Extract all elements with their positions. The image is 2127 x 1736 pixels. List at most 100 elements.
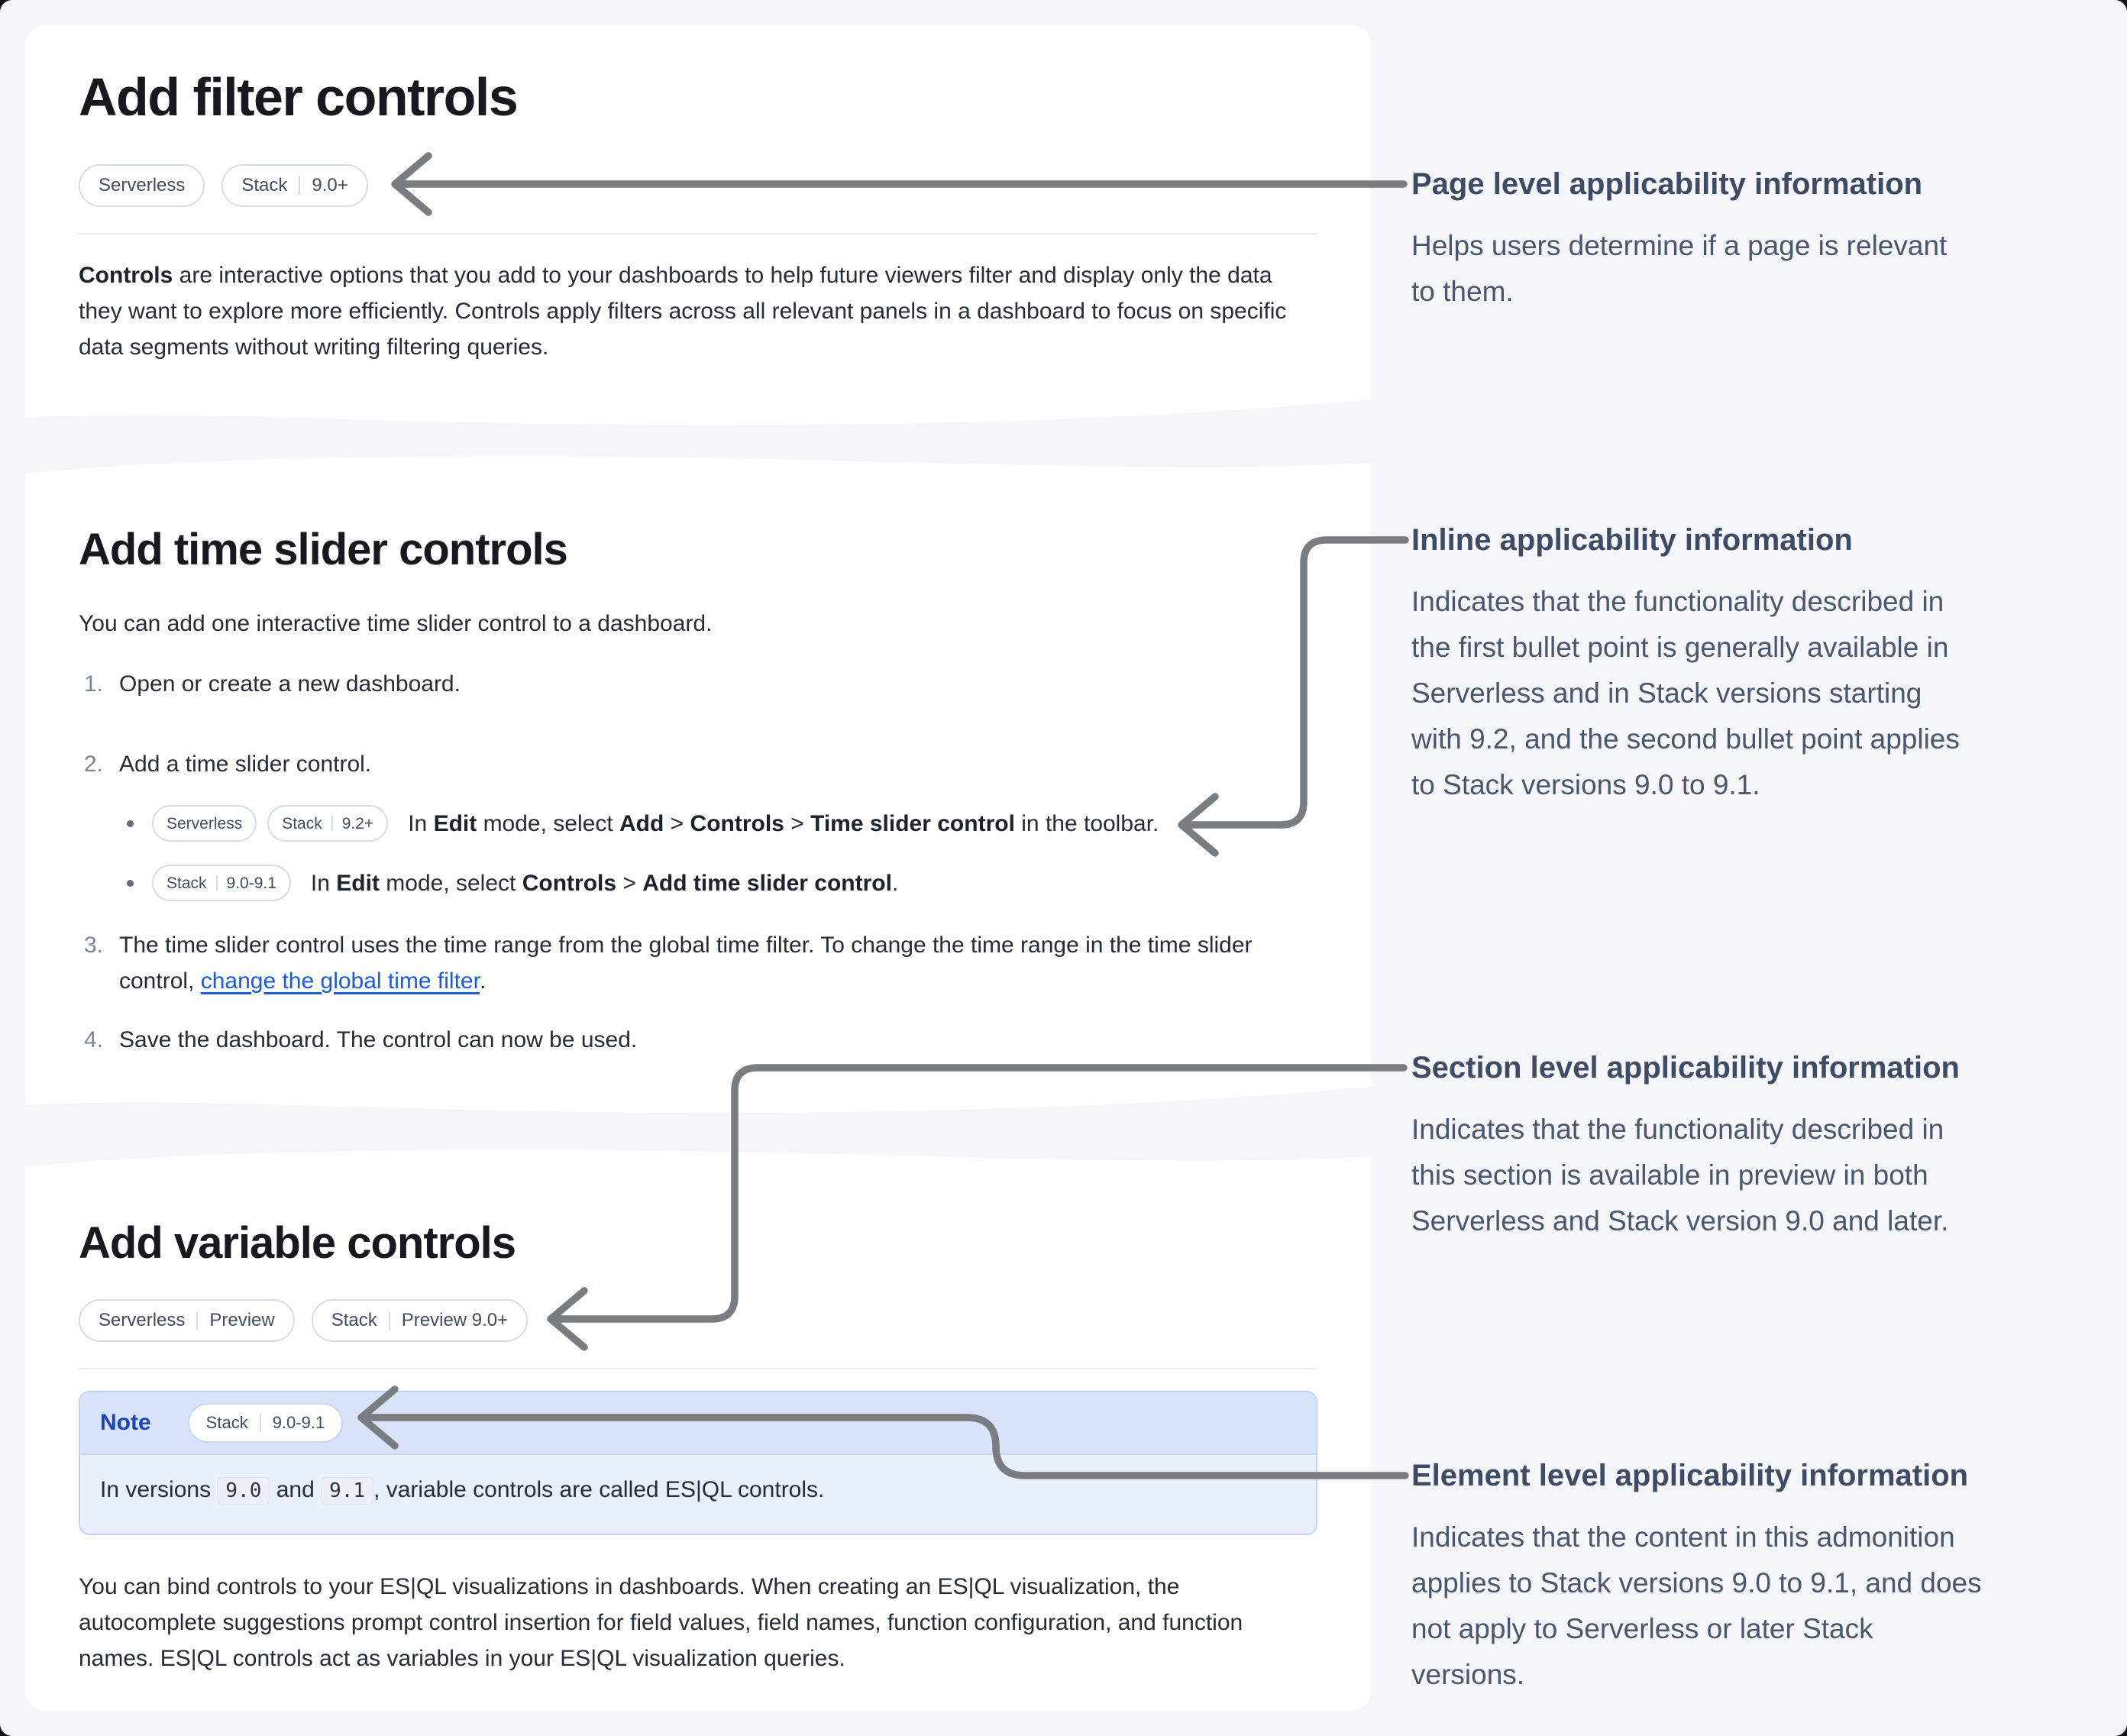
annotation-title: Element level applicability information bbox=[1411, 1459, 1969, 1492]
card-edge-wave bbox=[25, 1149, 1371, 1179]
badge-divider bbox=[299, 176, 301, 195]
list-item-1: 1. Open or create a new dashboard. bbox=[79, 666, 1317, 702]
list-number: 3. bbox=[84, 933, 104, 958]
badge-divider bbox=[331, 816, 333, 831]
annotation-line: versions. bbox=[1411, 1659, 1525, 1690]
badge-version-label: 9.0-9.1 bbox=[272, 1413, 325, 1432]
note-title: Note bbox=[100, 1410, 151, 1435]
page-title: Add filter controls bbox=[79, 67, 519, 127]
badge-version-label: 9.2+ bbox=[341, 814, 374, 832]
intro-paragraph: Controls are interactive options that yo… bbox=[79, 257, 1317, 365]
badge-divider bbox=[259, 1414, 261, 1432]
section-applicability-badges: Serverless Preview Stack Preview 9.0+ bbox=[79, 1299, 1317, 1342]
annotation-inline-level: Inline applicability information Indicat… bbox=[1411, 521, 2118, 808]
section-title: Add time slider controls bbox=[79, 525, 568, 574]
badge-label: Serverless bbox=[99, 175, 186, 196]
annotation-title: Section level applicability information bbox=[1411, 1051, 1960, 1085]
card-edge-wave bbox=[25, 456, 1371, 486]
badge-version-label: 9.0-9.1 bbox=[226, 874, 276, 892]
badge-stack-version[interactable]: Stack 9.0+ bbox=[221, 164, 368, 207]
annotation-line: Indicates that the functionality describ… bbox=[1411, 586, 1944, 617]
nested-bullet-list: Serverless Stack 9.2+ In Edit mode, sele… bbox=[127, 805, 1159, 901]
annotation-body: Indicates that the content in this admon… bbox=[1411, 1515, 2118, 1698]
section-paragraph: You can bind controls to your ES|QL visu… bbox=[79, 1574, 1243, 1671]
annotation-body: Helps users determine if a page is relev… bbox=[1411, 223, 2118, 315]
badge-stack-version[interactable]: Stack 9.0-9.1 bbox=[152, 865, 291, 901]
badge-label: Serverless bbox=[166, 814, 243, 832]
annotation-line: the first bullet point is generally avai… bbox=[1411, 632, 1949, 663]
list-item-label: Add a time slider control. bbox=[119, 752, 372, 777]
annotation-line: applies to Stack versions 9.0 to 9.1, an… bbox=[1411, 1567, 1982, 1599]
annotation-line: Serverless and in Stack versions startin… bbox=[1411, 677, 1922, 709]
annotation-line: Indicates that the content in this admon… bbox=[1411, 1521, 1955, 1553]
badge-label: Stack bbox=[282, 814, 322, 832]
card-add-time-slider-controls: Add time slider controls You can add one… bbox=[25, 456, 1371, 1113]
badge-stack-preview-version[interactable]: Stack Preview 9.0+ bbox=[311, 1299, 529, 1342]
text: mode, select bbox=[379, 870, 522, 896]
page-applicability-badges: Serverless Stack 9.0+ bbox=[79, 164, 1317, 207]
divider bbox=[79, 1368, 1317, 1369]
annotation-title: Inline applicability information bbox=[1411, 523, 1853, 557]
note-header: Note Stack 9.0-9.1 bbox=[80, 1392, 1316, 1455]
badge-serverless[interactable]: Serverless bbox=[79, 164, 205, 207]
badge-label: Stack bbox=[241, 175, 288, 196]
badge-divider bbox=[196, 1311, 199, 1330]
text: In bbox=[310, 870, 337, 896]
annotation-line: Serverless and Stack version 9.0 and lat… bbox=[1411, 1205, 1949, 1237]
badge-label: Stack bbox=[331, 1310, 377, 1330]
list-item-4: 4. Save the dashboard. The control can n… bbox=[79, 1022, 1317, 1058]
paragraph-text: are interactive options that you add to … bbox=[79, 263, 1287, 360]
badge-version-label: 9.0+ bbox=[312, 175, 348, 196]
annotation-line: Indicates that the functionality describ… bbox=[1411, 1114, 1944, 1145]
badge-stack-version[interactable]: Stack 9.2+ bbox=[267, 805, 389, 842]
bold-text: Add bbox=[619, 810, 664, 836]
annotation-line: with 9.2, and the second bullet point ap… bbox=[1411, 723, 1960, 755]
list-item-3: 3. The time slider control uses the time… bbox=[79, 927, 1317, 999]
badge-serverless-preview[interactable]: Serverless Preview bbox=[79, 1299, 295, 1342]
card-edge-wave bbox=[25, 393, 1371, 425]
card-add-filter-controls: Add filter controls Serverless Stack 9.0… bbox=[25, 25, 1371, 425]
badge-stack-version[interactable]: Stack 9.0-9.1 bbox=[187, 1403, 344, 1443]
list-number: 4. bbox=[84, 1027, 104, 1052]
text: . bbox=[479, 968, 486, 994]
text: The time slider control uses the time ra… bbox=[119, 933, 1253, 994]
annotation-element-level: Element level applicability information … bbox=[1411, 1456, 2118, 1698]
list-item: Stack 9.0-9.1 In Edit mode, select Contr… bbox=[127, 865, 1159, 901]
annotation-body: Indicates that the functionality describ… bbox=[1411, 579, 2118, 808]
card-edge-wave bbox=[25, 1081, 1371, 1113]
change-global-time-filter-link[interactable]: change the global time filter bbox=[200, 968, 480, 994]
text: . bbox=[891, 870, 899, 896]
code-chip: 9.0 bbox=[217, 1477, 270, 1505]
section-intro: You can add one interactive time slider … bbox=[79, 611, 713, 636]
list-item-text: Save the dashboard. The control can now … bbox=[119, 1027, 638, 1052]
bold-text: Add time slider control bbox=[642, 870, 892, 896]
annotation-page-level: Page level applicability information Hel… bbox=[1411, 165, 2118, 315]
badge-label: Stack bbox=[205, 1413, 248, 1432]
badge-serverless[interactable]: Serverless bbox=[152, 805, 257, 842]
list-item-text: Add a time slider control. Serverless St… bbox=[119, 746, 1159, 901]
badge-divider bbox=[388, 1311, 390, 1330]
code-chip: 9.1 bbox=[321, 1477, 374, 1505]
bold-text: Time slider control bbox=[810, 810, 1015, 836]
bold-text: Controls bbox=[690, 810, 784, 836]
text: , variable controls are called ES|QL con… bbox=[373, 1477, 825, 1502]
annotation-line: to Stack versions 9.0 to 9.1. bbox=[1411, 769, 1760, 800]
list-item-2: 2. Add a time slider control. Serverless… bbox=[79, 746, 1317, 901]
annotation-line: not apply to Serverless or later Stack bbox=[1411, 1613, 1873, 1644]
note-admonition: Note Stack 9.0-9.1 In versions 9.0 and 9… bbox=[79, 1391, 1317, 1535]
bold-term: Controls bbox=[79, 263, 173, 288]
annotation-line: to them. bbox=[1411, 276, 1514, 307]
card-add-variable-controls: Add variable controls Serverless Preview… bbox=[25, 1149, 1371, 1711]
text: > bbox=[784, 810, 811, 836]
annotation-line: Helps users determine if a page is relev… bbox=[1411, 230, 1948, 261]
badge-divider bbox=[215, 875, 218, 891]
ordered-list: 1. Open or create a new dashboard. 2. Ad… bbox=[79, 666, 1317, 1058]
text: > bbox=[664, 810, 690, 836]
bullet-icon bbox=[127, 879, 134, 887]
list-item-text: The time slider control uses the time ra… bbox=[119, 927, 1299, 999]
divider bbox=[79, 233, 1317, 234]
annotation-title: Page level applicability information bbox=[1411, 167, 1923, 201]
badge-label: Stack bbox=[166, 874, 207, 892]
text: In versions bbox=[100, 1477, 218, 1502]
